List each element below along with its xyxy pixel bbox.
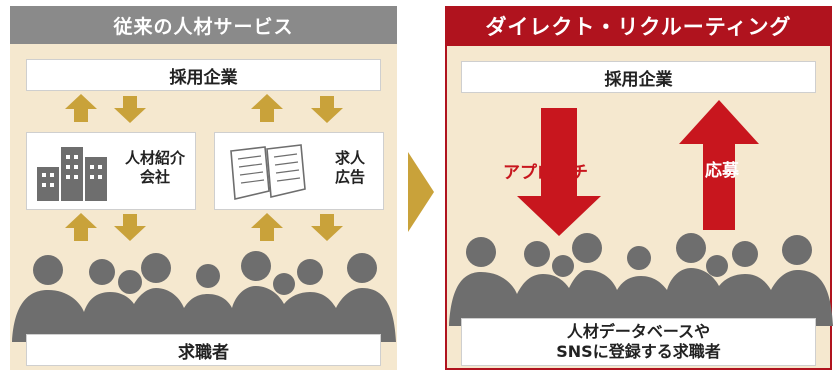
- agency-label-line2: 会社: [139, 167, 170, 186]
- apply-arrow-icon: [679, 100, 759, 230]
- job-ad-box: 求人 広告: [214, 132, 384, 210]
- recruitment-agency-box: 人材紹介 会社: [26, 132, 196, 210]
- gold-arrows-layer: [65, 94, 343, 241]
- up-arrow-icon: [251, 94, 283, 122]
- agency-label-line1: 人材紹介: [124, 149, 185, 167]
- apply-label: 応募: [705, 161, 739, 181]
- down-arrow-icon: [311, 96, 343, 123]
- down-arrow-icon: [311, 214, 343, 241]
- approach-label: アプローチ: [503, 163, 588, 183]
- down-arrow-icon: [114, 214, 146, 241]
- red-arrows-layer: [517, 100, 759, 236]
- direct-recruiting-title: ダイレクト・リクルーティング: [445, 6, 832, 46]
- approach-arrow-icon: [517, 108, 601, 236]
- hiring-company-box: 採用企業: [26, 59, 381, 91]
- up-arrow-icon: [65, 94, 97, 122]
- ad-label-line2: 広告: [334, 167, 365, 186]
- agency-label: 人材紹介 会社: [119, 149, 191, 187]
- hiring-company-box: 採用企業: [461, 61, 816, 93]
- traditional-service-title: 従来の人材サービス: [10, 6, 397, 44]
- ad-label: 求人 広告: [325, 149, 375, 187]
- traditional-service-panel: 従来の人材サービス 採用企業: [10, 6, 397, 370]
- chevron-right-icon: [408, 152, 434, 232]
- job-seekers-crowd-icon: [449, 233, 833, 326]
- up-arrow-icon: [251, 213, 283, 241]
- job-seekers-box: 求職者: [26, 334, 381, 366]
- office-building-icon: [37, 147, 107, 201]
- ad-label-line1: 求人: [334, 149, 365, 167]
- direct-recruiting-panel: ダイレクト・リクルーティング 採用企業 アプローチ 応募 人材データベースや S…: [445, 6, 833, 370]
- document-icon: [230, 144, 306, 200]
- registered-job-seekers-box: 人材データベースや SNSに登録する求職者: [461, 318, 816, 366]
- registered-job-seekers-line2: SNSに登録する求職者: [556, 342, 721, 361]
- up-arrow-icon: [65, 213, 97, 241]
- job-seekers-crowd-icon: [12, 251, 396, 342]
- registered-job-seekers-line1: 人材データベースや: [566, 322, 711, 341]
- down-arrow-icon: [114, 96, 146, 123]
